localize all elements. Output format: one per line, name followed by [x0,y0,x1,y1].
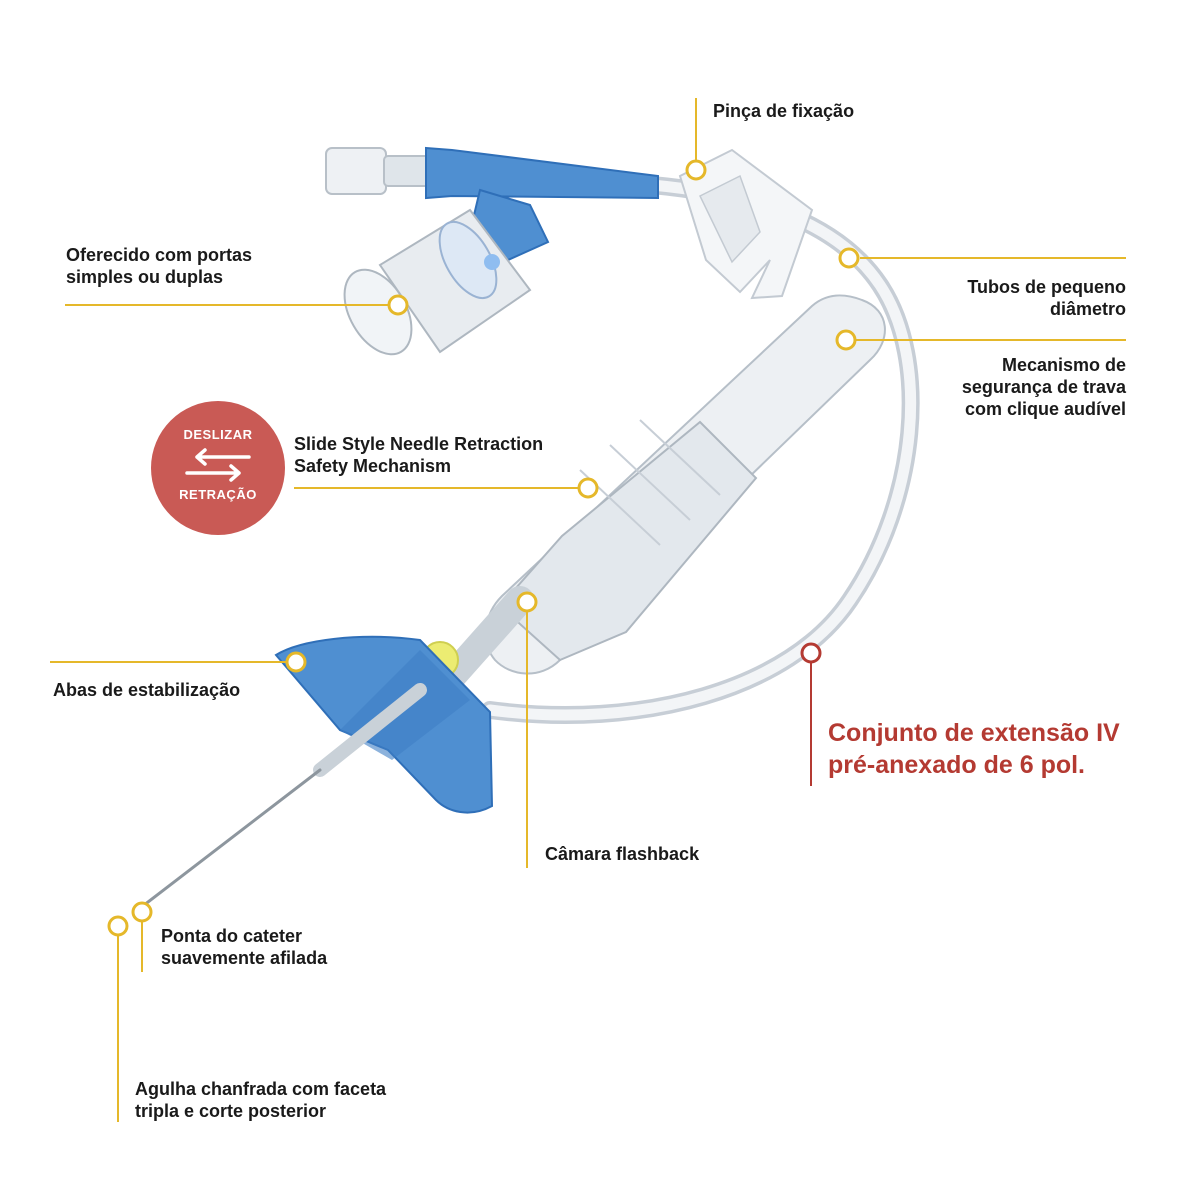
label-extension-line-2: pré-anexado de 6 pol. [828,751,1086,779]
label-slide-line-1: Slide Style Needle Retraction [294,434,544,454]
needleless-port [343,208,532,356]
label-extension-line-1: Conjunto de extensão IV [828,719,1120,747]
slide-retraction-badge: DESLIZAR RETRAÇÃO [151,401,285,535]
label-ports: Oferecido com portas simples ou duplas [66,244,252,288]
label-tip-line-2: suavemente afilada [161,948,328,968]
marker-tip [131,901,153,923]
label-extension: Conjunto de extensão IV pré-anexado de 6… [828,717,1120,781]
badge-bottom-text: RETRAÇÃO [179,487,257,502]
label-wings: Abas de estabilização [53,680,241,700]
marker-ports [387,294,409,316]
marker-tubing [838,247,860,269]
marker-slide [577,477,599,499]
label-slide-line-2: Safety Mechanism [294,456,452,476]
label-ports-line-1: Oferecido com portas [66,245,253,265]
marker-clamp [685,159,707,181]
callout-markers [107,159,860,937]
catheter-needle [133,683,427,914]
marker-wings [285,651,307,673]
label-ports-line-2: simples ou duplas [66,267,224,287]
label-flashback: Câmara flashback [545,844,700,864]
label-lock-line-1: Mecanismo de [1001,355,1126,375]
marker-extension [800,642,822,664]
label-lock: Mecanismo de segurança de trava com cliq… [962,354,1126,420]
label-needle: Agulha chanfrada com faceta tripla e cor… [135,1078,386,1122]
swap-arrows-icon [185,448,251,482]
label-tubing-line-2: diâmetro [1049,299,1126,319]
label-needle-line-1: Agulha chanfrada com faceta [135,1079,387,1099]
label-needle-line-2: tripla e corte posterior [135,1101,327,1121]
y-connector [325,146,659,262]
label-lock-line-2: segurança de trava [961,377,1126,397]
label-tubing-line-1: Tubos de pequeno [967,277,1126,297]
label-clamp: Pinça de fixação [713,101,855,121]
label-tip: Ponta do cateter suavemente afilada [161,925,327,969]
leader-lines [50,98,1126,1122]
badge-top-text: DESLIZAR [183,427,253,442]
marker-lock [835,329,857,351]
label-slide: Slide Style Needle Retraction Safety Mec… [294,433,543,477]
marker-flashback [516,591,538,613]
label-lock-line-3: com clique audível [964,399,1126,419]
label-tubing: Tubos de pequeno diâmetro [967,276,1126,320]
tubing-clamp [678,148,814,300]
label-tip-line-1: Ponta do cateter [161,926,303,946]
marker-needle [107,915,129,937]
